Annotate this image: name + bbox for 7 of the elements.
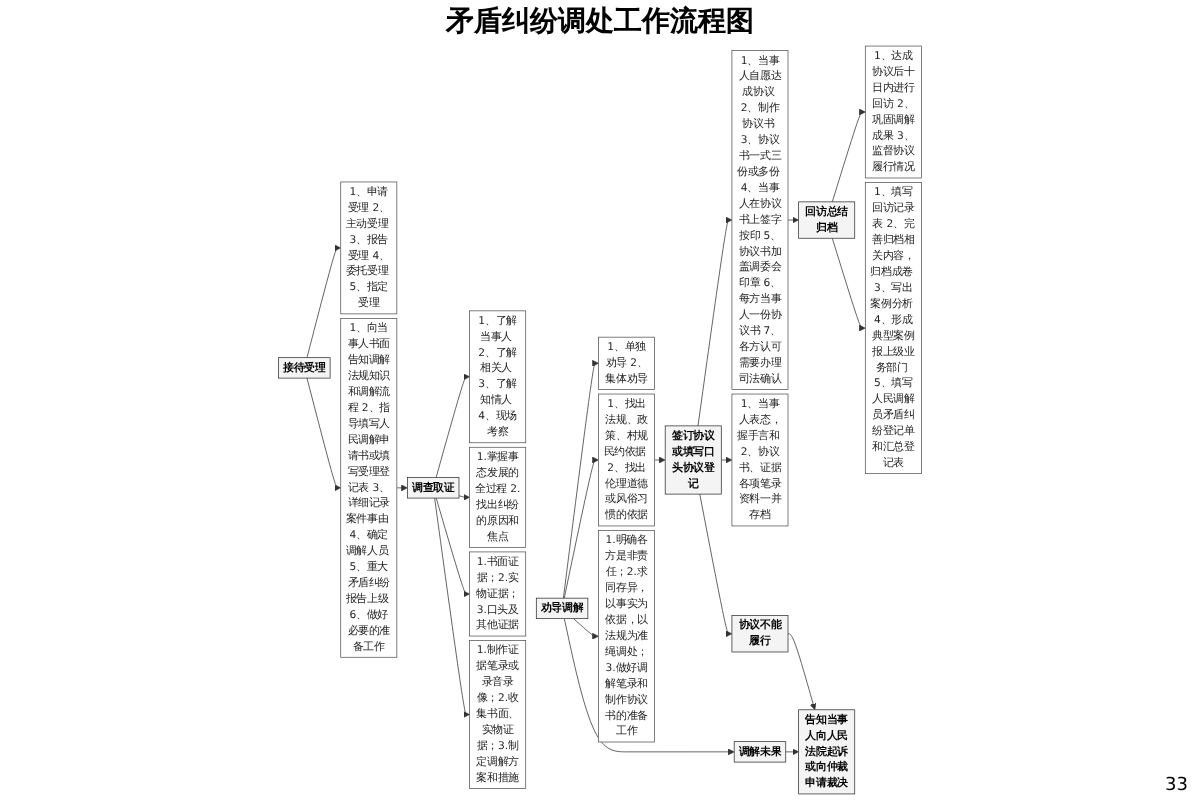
diagram-title: 矛盾纠纷调处工作流程图 xyxy=(446,4,754,40)
page-number: 33 xyxy=(1165,776,1188,796)
arrow xyxy=(720,456,733,464)
arrow xyxy=(654,456,666,464)
arrow xyxy=(458,494,470,501)
arrow xyxy=(787,216,799,224)
arrow xyxy=(396,484,408,492)
